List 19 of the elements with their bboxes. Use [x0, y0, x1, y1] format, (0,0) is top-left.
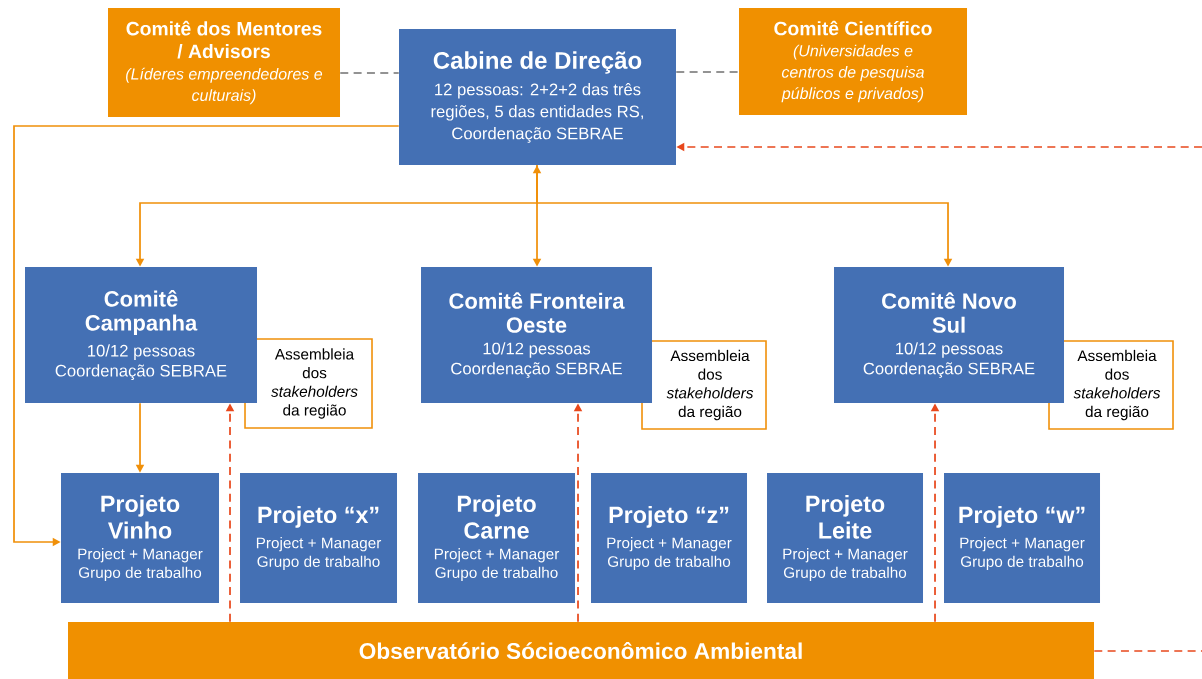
- observatory-band: Observatório Sócioeconômico Ambiental: [68, 622, 1094, 679]
- board-box: Cabine de Direção 12 pessoas: 2+2+2 das três regiões, 5 das entidades RS, Coordenação SEBRAE: [399, 29, 676, 165]
- project-box: Projeto Leite Project + Manager Grupo de trabalho: [767, 473, 923, 603]
- connector-line: [1093, 650, 1202, 652]
- committee-box: Comitê Científico (Universidades e centros de pesquisa públicos e privados): [739, 8, 967, 115]
- project-box: Projeto Vinho Project + Manager Grupo de trabalho: [61, 473, 219, 603]
- assembly-box: Assembleia dos stakeholders da região: [641, 340, 767, 430]
- connector-line: [339, 72, 400, 74]
- assembly-box: Assembleia dos stakeholders da região: [1048, 340, 1174, 430]
- committee-box: Comitê Campanha 10/12 pessoas Coordenação SEBRAE: [25, 267, 257, 403]
- connector-line: [675, 71, 740, 73]
- project-box: Projeto “z” Project + Manager Grupo de trabalho: [591, 473, 747, 603]
- project-box: Projeto Carne Project + Manager Grupo de trabalho: [418, 473, 575, 603]
- committee-box: Comitê dos Mentores / Advisors (Líderes empreendedores e culturais): [108, 8, 340, 117]
- project-box: Projeto “w” Project + Manager Grupo de trabalho: [944, 473, 1100, 603]
- project-box: Projeto “x” Project + Manager Grupo de trabalho: [240, 473, 397, 603]
- committee-box: Comitê Fronteira Oeste 10/12 pessoas Coordenação SEBRAE: [421, 267, 652, 403]
- assembly-box: Assembleia dos stakeholders da região: [244, 338, 373, 429]
- committee-box: Comitê Novo Sul 10/12 pessoas Coordenação SEBRAE: [834, 267, 1064, 403]
